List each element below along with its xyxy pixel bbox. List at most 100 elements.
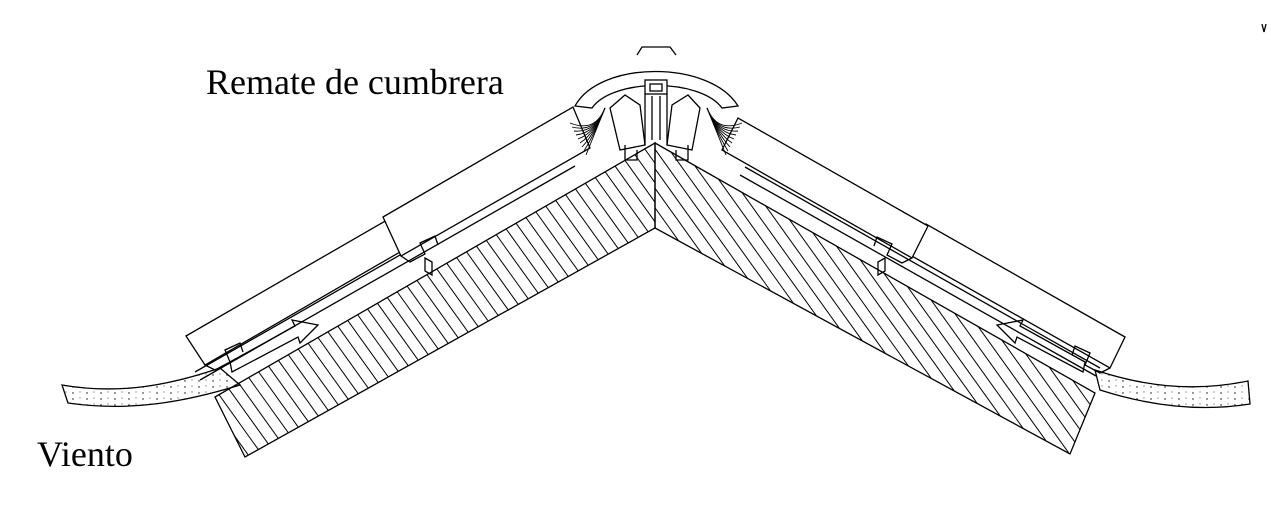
hatch-line: [0, 0, 22, 530]
right-roof-tiles: [721, 117, 1126, 374]
hatch-line: [995, 143, 1095, 454]
hatch-line: [655, 143, 789, 454]
hatch-line: [1220, 0, 1271, 530]
hatch-line: [734, 0, 1114, 530]
hatch-line: [1262, 0, 1271, 530]
left-wind-arrow: [229, 319, 320, 373]
left-roof-tiles: [185, 106, 591, 371]
hatch-line: [1150, 0, 1271, 530]
hatch-line: [229, 143, 611, 457]
right-wind-arrow: [995, 319, 1086, 373]
hatch-line: [0, 0, 106, 530]
hatch-line: [0, 0, 162, 530]
hatch-line: [958, 0, 1271, 530]
hatch-line: [972, 0, 1271, 530]
hatch-line: [537, 143, 655, 457]
hatch-line: [1023, 143, 1095, 454]
hatch-line: [655, 143, 901, 454]
hatch-line: [1136, 0, 1271, 530]
hatch-line: [0, 0, 92, 530]
hatch-line: [986, 0, 1271, 530]
hatch-line: [0, 0, 64, 530]
hatch-line: [411, 143, 655, 457]
hatch-line: [832, 0, 1212, 530]
hatch-line: [818, 0, 1198, 530]
hatch-line: [355, 143, 655, 457]
corner-mark: [1261, 23, 1267, 33]
hatch-line: [1051, 143, 1095, 454]
hatch-line: [215, 143, 247, 457]
hatch-line: [981, 143, 1095, 454]
ridge-cap-label: Remate de cumbrera: [206, 62, 504, 102]
hatch-line: [729, 143, 1095, 454]
hatch-line: [215, 143, 261, 457]
left-ridge-brush: [569, 107, 606, 156]
hatch-line: [215, 143, 443, 457]
brush-bristle: [706, 107, 727, 156]
hatch-line: [655, 143, 775, 454]
hatch-line: [0, 0, 148, 530]
hatch-line: [846, 0, 1226, 530]
hatch-line: [215, 143, 317, 457]
hatch-line: [706, 0, 1086, 530]
hatch-line: [243, 143, 625, 457]
hatch-line: [1108, 0, 1271, 530]
hatch-line: [114, 0, 494, 530]
hatch-line: [953, 143, 1095, 454]
hatch-line: [240, 0, 620, 530]
ridge-cap: [573, 46, 740, 161]
hatch-line: [1093, 143, 1095, 454]
hatch-line: [1037, 143, 1095, 454]
hatch-line: [226, 0, 606, 530]
hatch-line: [1248, 0, 1271, 530]
hatch-line: [678, 0, 1058, 530]
hatch-line: [215, 143, 485, 457]
hatch-line: [215, 143, 303, 457]
hatch-line: [198, 0, 578, 530]
hatch-line: [692, 0, 1072, 530]
hatch-line: [215, 143, 583, 457]
brush-bristle: [585, 107, 606, 156]
hatch-line: [1234, 0, 1271, 530]
hatch-line: [0, 0, 176, 530]
hatch-line: [715, 143, 1095, 454]
hatch-line: [215, 143, 275, 457]
hatch-line: [720, 0, 1100, 530]
hatch-line: [1000, 0, 1271, 530]
hatch-line: [1079, 143, 1095, 454]
hatch-line: [1122, 0, 1271, 530]
hatch-line: [215, 143, 359, 457]
hatch-line: [215, 143, 345, 457]
hatch-line: [1065, 143, 1095, 454]
hatch-line: [0, 0, 190, 530]
hatch-line: [215, 143, 331, 457]
hatch-line: [341, 143, 655, 457]
hatch-line: [369, 143, 655, 457]
hatch-line: [0, 0, 78, 530]
hatch-line: [855, 143, 1095, 454]
hatch-line: [1192, 0, 1271, 530]
wind-label: Viento: [37, 434, 133, 474]
hatch-line: [100, 0, 480, 530]
hatch-line: [967, 143, 1095, 454]
hatch-line: [215, 143, 457, 457]
hatch-line: [215, 143, 233, 457]
hatch-line: [0, 0, 50, 530]
hatch-line: [1206, 0, 1271, 530]
hatch-line: [701, 143, 1083, 454]
hatch-line: [1009, 143, 1095, 454]
hatch-line: [215, 143, 597, 457]
right-eave-flashing: [739, 166, 1251, 409]
hatch-line: [0, 0, 8, 530]
hatch-line: [1164, 0, 1271, 530]
hatch-line: [215, 143, 219, 457]
hatch-line: [0, 0, 120, 530]
hatch-line: [0, 0, 36, 530]
hatch-line: [1178, 0, 1271, 530]
hatch-line: [523, 143, 655, 457]
hatch-line: [383, 143, 655, 457]
hatch-line: [0, 0, 204, 530]
hatch-line: [215, 143, 471, 457]
right-ridge-brush: [706, 107, 743, 156]
